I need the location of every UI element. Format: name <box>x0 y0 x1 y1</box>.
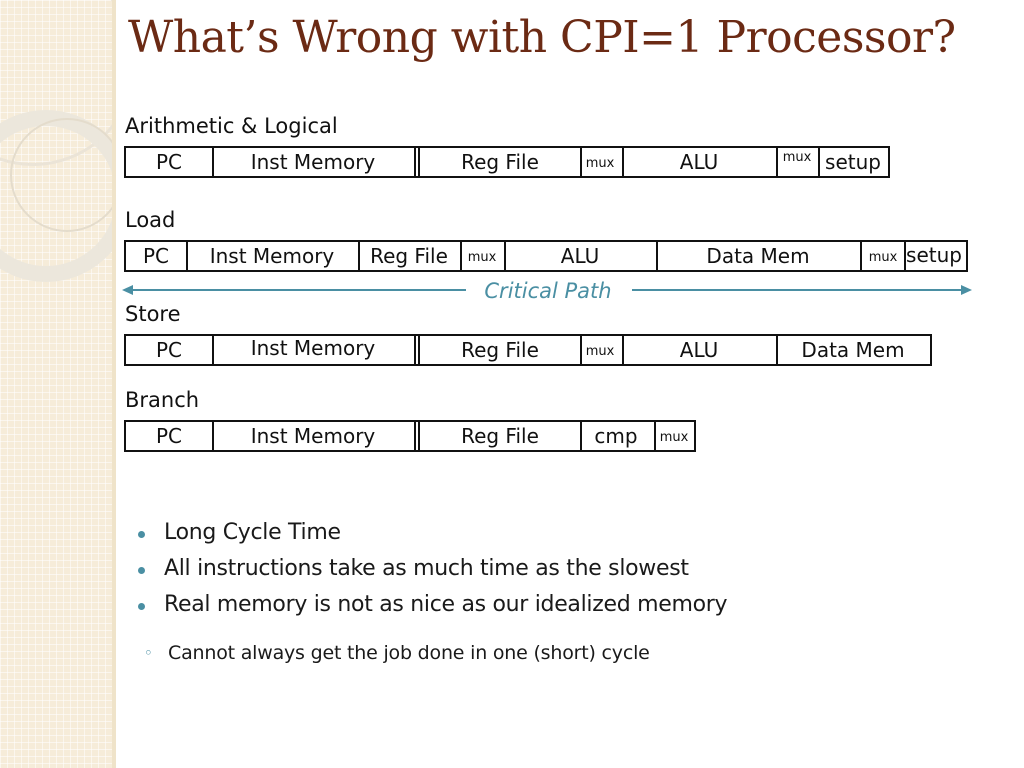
critical-path-label: Critical Path <box>484 279 611 303</box>
bullet-dot-icon <box>138 531 145 538</box>
bullet-list: Long Cycle Time All instructions take as… <box>138 520 728 628</box>
datapath-row-branch: PC Inst Memory Reg File cmp mux <box>124 420 696 452</box>
row-label-store: Store <box>125 302 181 326</box>
segment-data-mem: Data Mem <box>656 242 862 270</box>
segment-pc: PC <box>126 242 188 270</box>
segment-reg-file: Reg File <box>358 242 462 270</box>
segment-mux: mux <box>860 242 906 270</box>
segment-alu: ALU <box>622 336 778 364</box>
segment-mux: mux <box>460 242 506 270</box>
segment-cmp: cmp <box>578 422 656 450</box>
row-label-branch: Branch <box>125 388 200 412</box>
segment-pc: PC <box>126 422 214 450</box>
bullet-text: All instructions take as much time as th… <box>164 556 689 581</box>
decorative-sidebar <box>0 0 114 768</box>
segment-mux: mux <box>776 148 820 176</box>
row-label-arithmetic: Arithmetic & Logical <box>125 114 338 138</box>
arrowhead-left <box>122 285 133 295</box>
bullet-item: All instructions take as much time as th… <box>138 556 727 581</box>
segment-alu: ALU <box>622 148 778 176</box>
bullet-text: Long Cycle Time <box>164 520 341 545</box>
segment-reg-file: Reg File <box>418 422 582 450</box>
slide-title: What’s Wrong with CPI=1 Processor? <box>128 12 956 63</box>
segment-reg-file: Reg File <box>418 148 582 176</box>
segment-mux: mux <box>578 336 624 364</box>
sub-bullet-item: ◦ Cannot always get the job done in one … <box>144 642 650 664</box>
bullet-text: Real memory is not as nice as our ideali… <box>164 592 728 617</box>
sidebar-edge <box>112 0 116 768</box>
segment-inst-memory: Inst Memory <box>186 242 360 270</box>
segment-mux: mux <box>659 430 689 445</box>
segment-pc: PC <box>126 336 214 364</box>
segment-data-mem: Data Mem <box>801 338 905 362</box>
bullet-item: Long Cycle Time <box>138 520 727 545</box>
bullet-item: Real memory is not as nice as our ideali… <box>138 592 728 617</box>
sub-bullet-text: Cannot always get the job done in one (s… <box>168 642 650 664</box>
datapath-row-arithmetic: PC Inst Memory Reg File mux ALU mux setu… <box>124 146 890 178</box>
ring-bullet-icon: ◦ <box>144 644 153 662</box>
bullet-dot-icon <box>138 567 145 574</box>
segment-pc: PC <box>126 148 214 176</box>
datapath-row-load: PC Inst Memory Reg File mux ALU Data Mem… <box>124 240 968 272</box>
segment-reg-file: Reg File <box>418 336 582 364</box>
datapath-row-store: PC Inst Memory Reg File mux ALU Data Mem <box>124 334 932 366</box>
bullet-dot-icon <box>138 603 145 610</box>
decorative-ring <box>10 118 114 232</box>
critical-path-arrow: Critical Path <box>122 279 972 303</box>
segment-inst-memory: Inst Memory <box>212 336 416 364</box>
row-label-load: Load <box>125 208 176 232</box>
segment-alu: ALU <box>504 242 658 270</box>
segment-setup: setup <box>825 150 881 174</box>
segment-setup: setup <box>906 243 962 267</box>
segment-inst-memory: Inst Memory <box>212 422 416 450</box>
segment-mux: mux <box>578 148 624 176</box>
arrowhead-right <box>961 285 972 295</box>
segment-inst-memory: Inst Memory <box>212 148 416 176</box>
